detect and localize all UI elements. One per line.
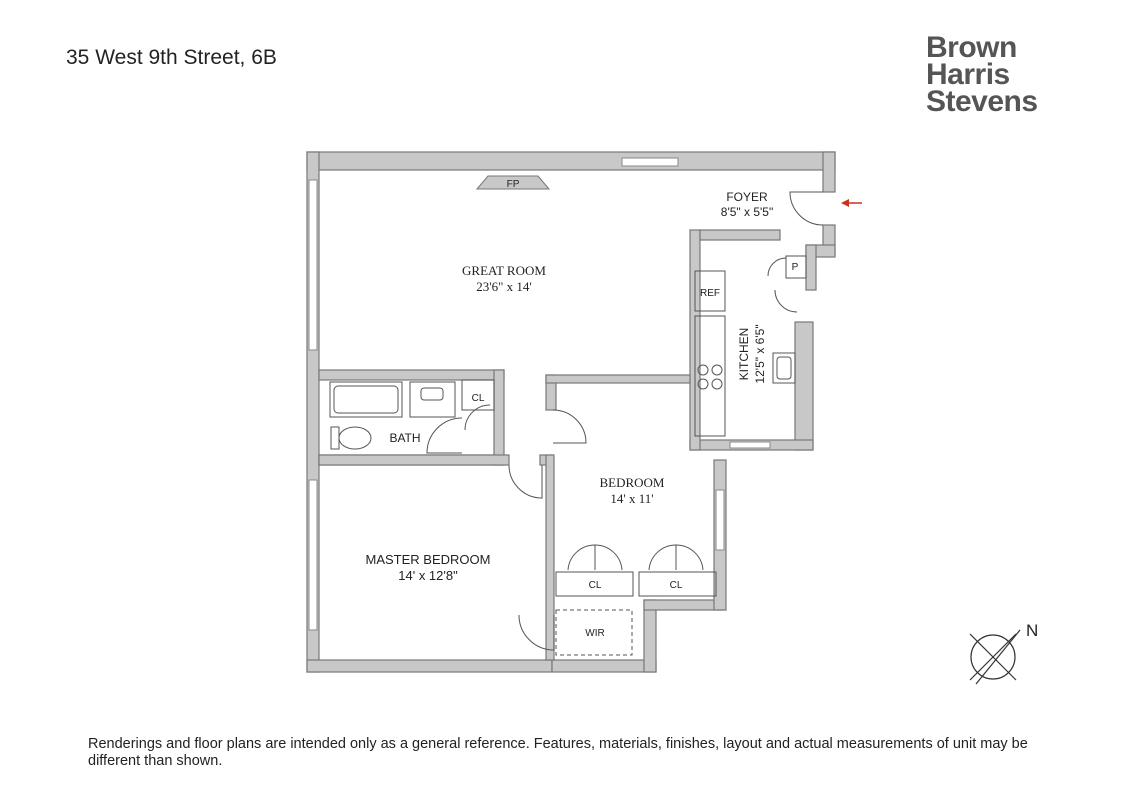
wall-bath-right <box>493 369 505 466</box>
fireplace <box>475 175 551 190</box>
wall-step <box>643 599 725 611</box>
logo-line-2: Harris <box>926 58 1010 91</box>
great-room-dims: 23'6" x 14' <box>476 279 532 294</box>
window-kitchen <box>729 441 771 449</box>
wall-top <box>306 151 836 171</box>
bathtub-inner <box>333 385 399 414</box>
wall-foyer-bottom <box>699 229 781 241</box>
wall-kitchen-right <box>794 321 814 451</box>
kitchen-dims: 12'5" x 6'5" <box>753 324 767 383</box>
master-bedroom-label: MASTER BEDROOM <box>366 552 491 567</box>
windows <box>308 157 771 631</box>
wall-bath-top <box>318 369 505 381</box>
room-labels: GREAT ROOM 23'6" x 14' FOYER 8'5" x 5'5"… <box>366 190 799 639</box>
closet-1-door-a <box>567 544 596 571</box>
wall-bottom-left <box>306 659 553 673</box>
logo-line-3: Stevens <box>926 85 1038 118</box>
wall-foyer-right-top <box>822 151 836 193</box>
bathtub <box>329 381 403 418</box>
wall-bedroom-top <box>545 374 691 384</box>
walls <box>306 151 836 673</box>
refrigerator-label: REF <box>700 288 720 299</box>
window-left-1 <box>308 179 318 351</box>
master-bedroom-dims: 14' x 12'8" <box>398 568 458 583</box>
bedroom-label: BEDROOM <box>599 475 664 490</box>
pantry-label: P <box>792 262 799 273</box>
wall-pantry-right <box>805 244 817 291</box>
kitchen-sink-basin <box>776 356 792 380</box>
pantry-door <box>767 257 787 277</box>
kitchen-door <box>774 289 798 313</box>
wall-wir-right <box>643 599 657 673</box>
great-room-label: GREAT ROOM <box>462 263 546 278</box>
bedroom-closet-1 <box>555 571 634 597</box>
bedroom-closet-2 <box>638 571 717 597</box>
property-address: 35 West 9th Street, 6B <box>66 46 277 69</box>
toilet-tank <box>330 426 340 450</box>
bedroom-closet-1-label: CL <box>589 580 602 591</box>
foyer-label: FOYER <box>726 190 768 204</box>
entry-door <box>789 191 824 226</box>
compass-north-label: N <box>1026 621 1038 640</box>
sink <box>420 387 444 401</box>
closets <box>461 255 807 656</box>
burner-2 <box>711 364 723 376</box>
burner-4 <box>711 378 723 390</box>
master-door <box>508 464 543 499</box>
closet-2-door-b <box>675 544 704 571</box>
window-top <box>621 157 679 167</box>
entry-arrow-icon <box>841 199 862 207</box>
wall-bottom-mid <box>551 659 657 673</box>
pantry <box>785 255 807 279</box>
fireplace-label: FP <box>507 179 520 190</box>
compass-icon <box>969 629 1021 685</box>
burner-1 <box>697 364 709 376</box>
refrigerator <box>694 270 726 312</box>
disclaimer-text: Renderings and floor plans are intended … <box>88 736 1028 769</box>
closet-2-door-a <box>648 544 677 571</box>
kitchen-fixtures <box>694 270 796 437</box>
walk-in-closet-label: WIR <box>585 628 604 639</box>
walk-in-closet <box>555 609 633 656</box>
bath-door <box>426 417 463 454</box>
doors <box>426 191 824 651</box>
toilet <box>338 426 372 450</box>
logo-line-1: Brown <box>926 31 1017 64</box>
bath-label: BATH <box>389 431 420 445</box>
vanity <box>409 381 456 418</box>
foyer-dims: 8'5" x 5'5" <box>721 205 773 219</box>
closet-1-door-b <box>594 544 623 571</box>
bedroom-dims: 14' x 11' <box>610 491 653 506</box>
bath-closet <box>461 379 495 411</box>
window-right <box>715 489 725 551</box>
bath-fixtures <box>329 381 456 450</box>
wir-door <box>518 614 555 651</box>
kitchen-label: KITCHEN <box>737 328 751 381</box>
kitchen-sink <box>772 352 796 384</box>
wall-bedroom-left <box>545 454 555 661</box>
bedroom-door <box>552 409 587 444</box>
brokerage-logo: Brown Harris Stevens <box>926 31 1038 118</box>
bath-closet-door <box>464 404 491 431</box>
burner-3 <box>697 378 709 390</box>
bath-closet-label: CL <box>472 393 485 404</box>
wall-master-top <box>318 454 510 466</box>
window-left-2 <box>308 479 318 631</box>
counter <box>694 315 726 437</box>
bedroom-closet-2-label: CL <box>670 580 683 591</box>
